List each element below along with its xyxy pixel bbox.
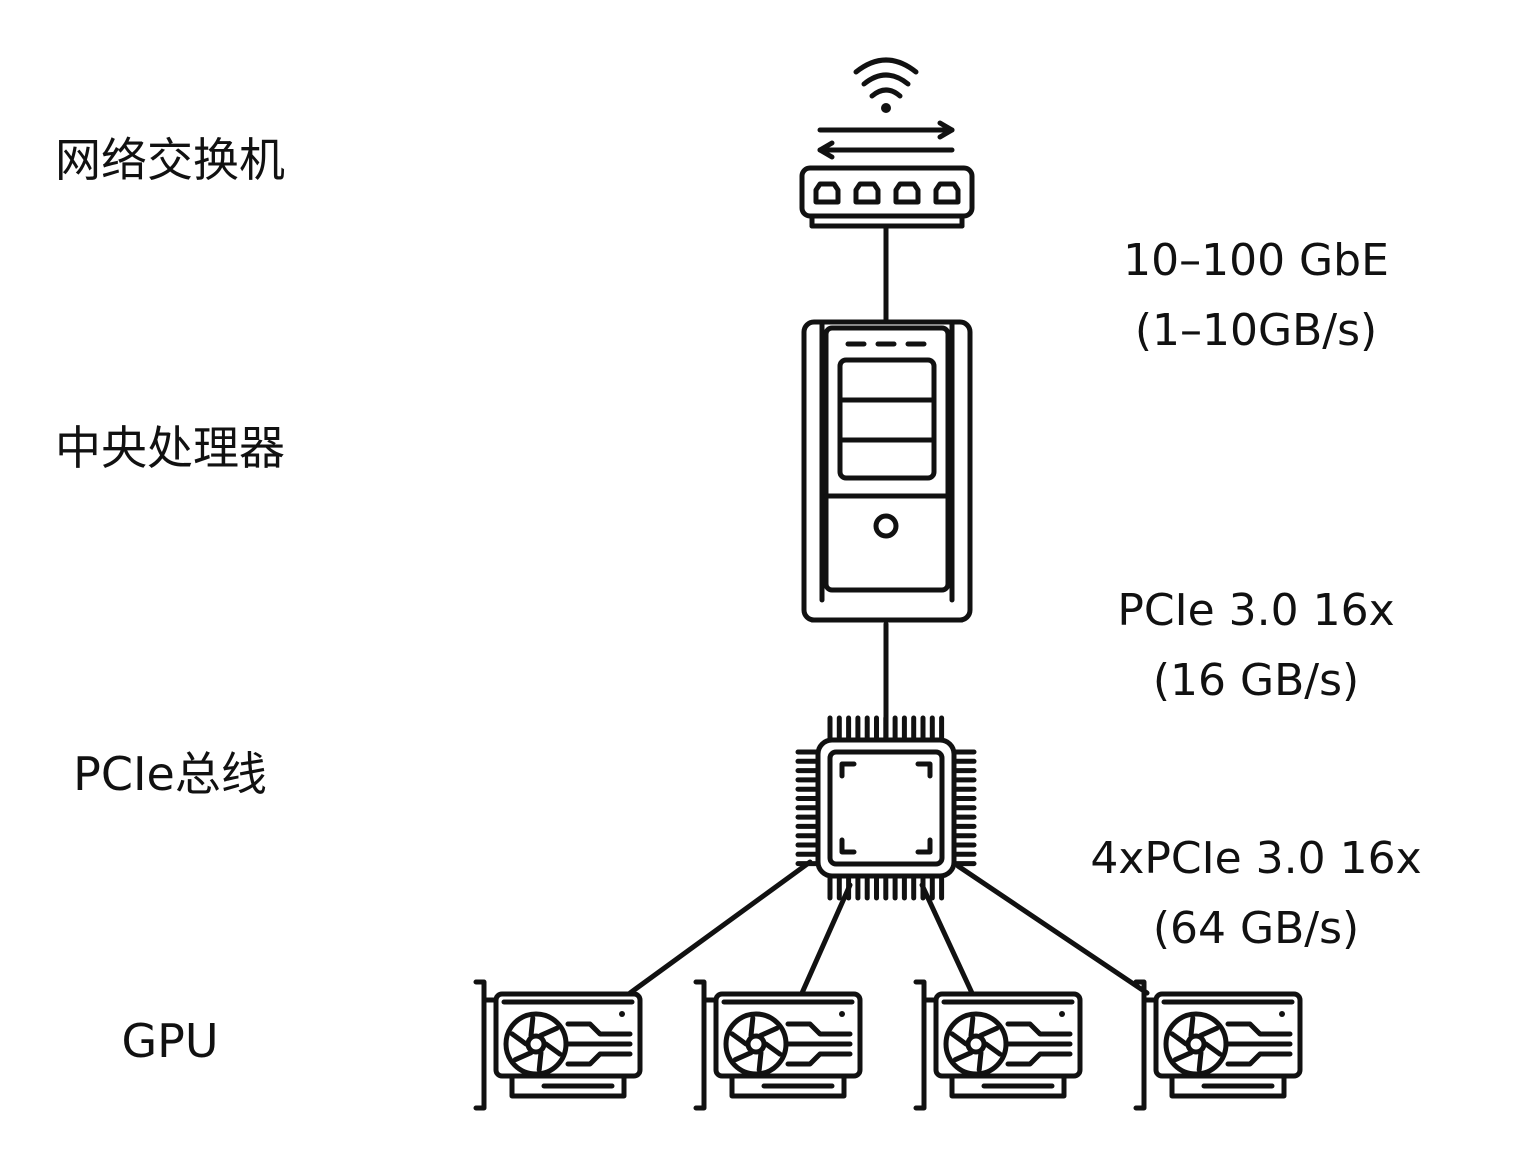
- bus-row-label: PCIe总线: [73, 747, 267, 801]
- switch-cpu-link-throughput: (1–10GB/s): [1134, 305, 1378, 356]
- switch-row-label: 网络交换机: [55, 133, 285, 187]
- bus-gpu-link-throughput: (64 GB/s): [1152, 903, 1360, 954]
- bus-gpu-line-3: [919, 882, 975, 996]
- cpu-bus-link-throughput: (16 GB/s): [1152, 655, 1360, 706]
- chip-icon: [795, 715, 977, 901]
- bus-gpu-link-speed: 4xPCIe 3.0 16x: [1090, 833, 1422, 884]
- cpu-bus-link-speed: PCIe 3.0 16x: [1117, 585, 1395, 636]
- bus-gpu-line-2: [799, 882, 853, 996]
- network-switch-icon: [799, 57, 975, 229]
- graphics-card-icon: [913, 979, 1083, 1111]
- bus-gpu-line-4: [955, 863, 1150, 996]
- graphics-card-icon: [1133, 979, 1303, 1111]
- gpu-cards: [473, 979, 1303, 1111]
- switch-cpu-link-speed: 10–100 GbE: [1123, 235, 1389, 286]
- gpu-row-label: GPU: [121, 1014, 219, 1068]
- cpu-bus-link-label: PCIe 3.0 16x (16 GB/s): [1046, 576, 1466, 716]
- graphics-card-icon: [693, 979, 863, 1111]
- tower-computer-icon: [801, 319, 973, 623]
- cpu-row-label: 中央处理器: [55, 421, 285, 475]
- graphics-card-icon: [473, 979, 643, 1111]
- switch-cpu-link-label: 10–100 GbE (1–10GB/s): [1046, 226, 1466, 366]
- bus-gpu-line-1: [627, 859, 813, 996]
- bus-gpu-link-label: 4xPCIe 3.0 16x (64 GB/s): [1046, 824, 1466, 964]
